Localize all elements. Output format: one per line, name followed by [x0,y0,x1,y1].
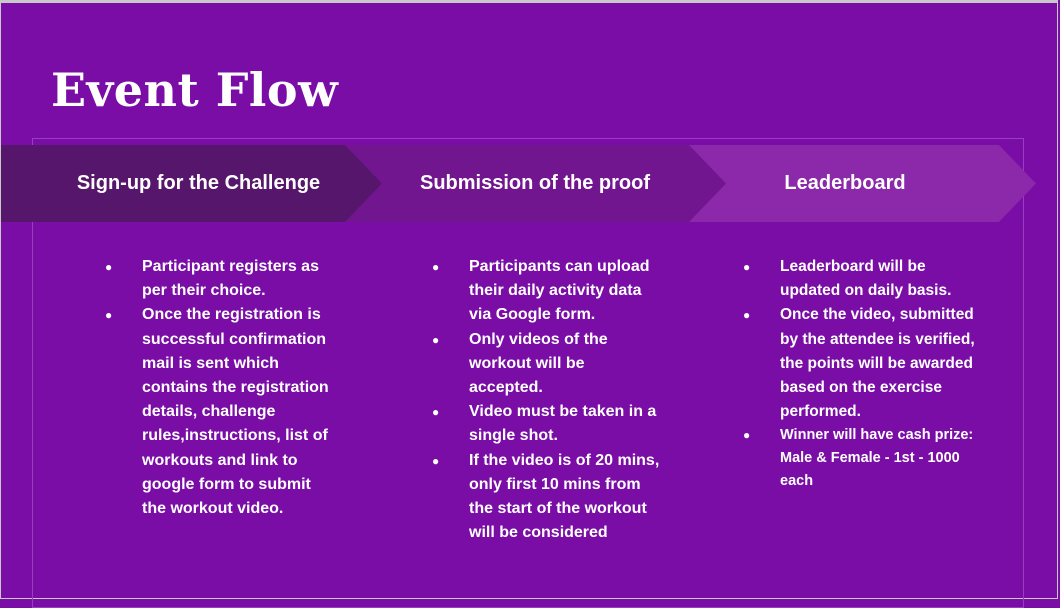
stage-1-label: Sign-up for the Challenge [76,172,321,194]
stage-2-details: Participants can upload their daily acti… [432,255,662,545]
bullet-item: Participant registers as per their choic… [105,255,337,303]
chevron-stage-1 [1,145,382,222]
chevron-stage-3 [689,145,1036,222]
bullet-item: Once the registration is successful conf… [105,303,337,521]
bullet-item: Winner will have cash prize: Male & Fema… [743,424,975,493]
bullet-item: Only videos of the workout will be accep… [432,328,662,401]
bullet-item: Leaderboard will be updated on daily bas… [743,255,975,303]
bullet-item: If the video is of 20 mins, only first 1… [432,449,662,546]
chevron-stage-2 [345,145,726,222]
bullet-item: Once the video, submitted by the attende… [743,303,975,424]
stage-1-details: Participant registers as per their choic… [105,255,337,521]
process-chevrons [1,145,1036,222]
stage-3-label: Leaderboard [784,172,906,194]
stage-2-bullet-list: Participants can upload their daily acti… [432,255,662,545]
stage-1-bullet-list: Participant registers as per their choic… [105,255,337,521]
slide-title: Event Flow [51,63,339,117]
stage-3-details: Leaderboard will be updated on daily bas… [743,255,975,493]
bullet-item: Participants can upload their daily acti… [432,255,662,328]
bullet-item: Video must be taken in a single shot. [432,400,662,448]
stage-3-bullet-list: Leaderboard will be updated on daily bas… [743,255,975,493]
stage-2-label: Submission of the proof [420,172,650,194]
